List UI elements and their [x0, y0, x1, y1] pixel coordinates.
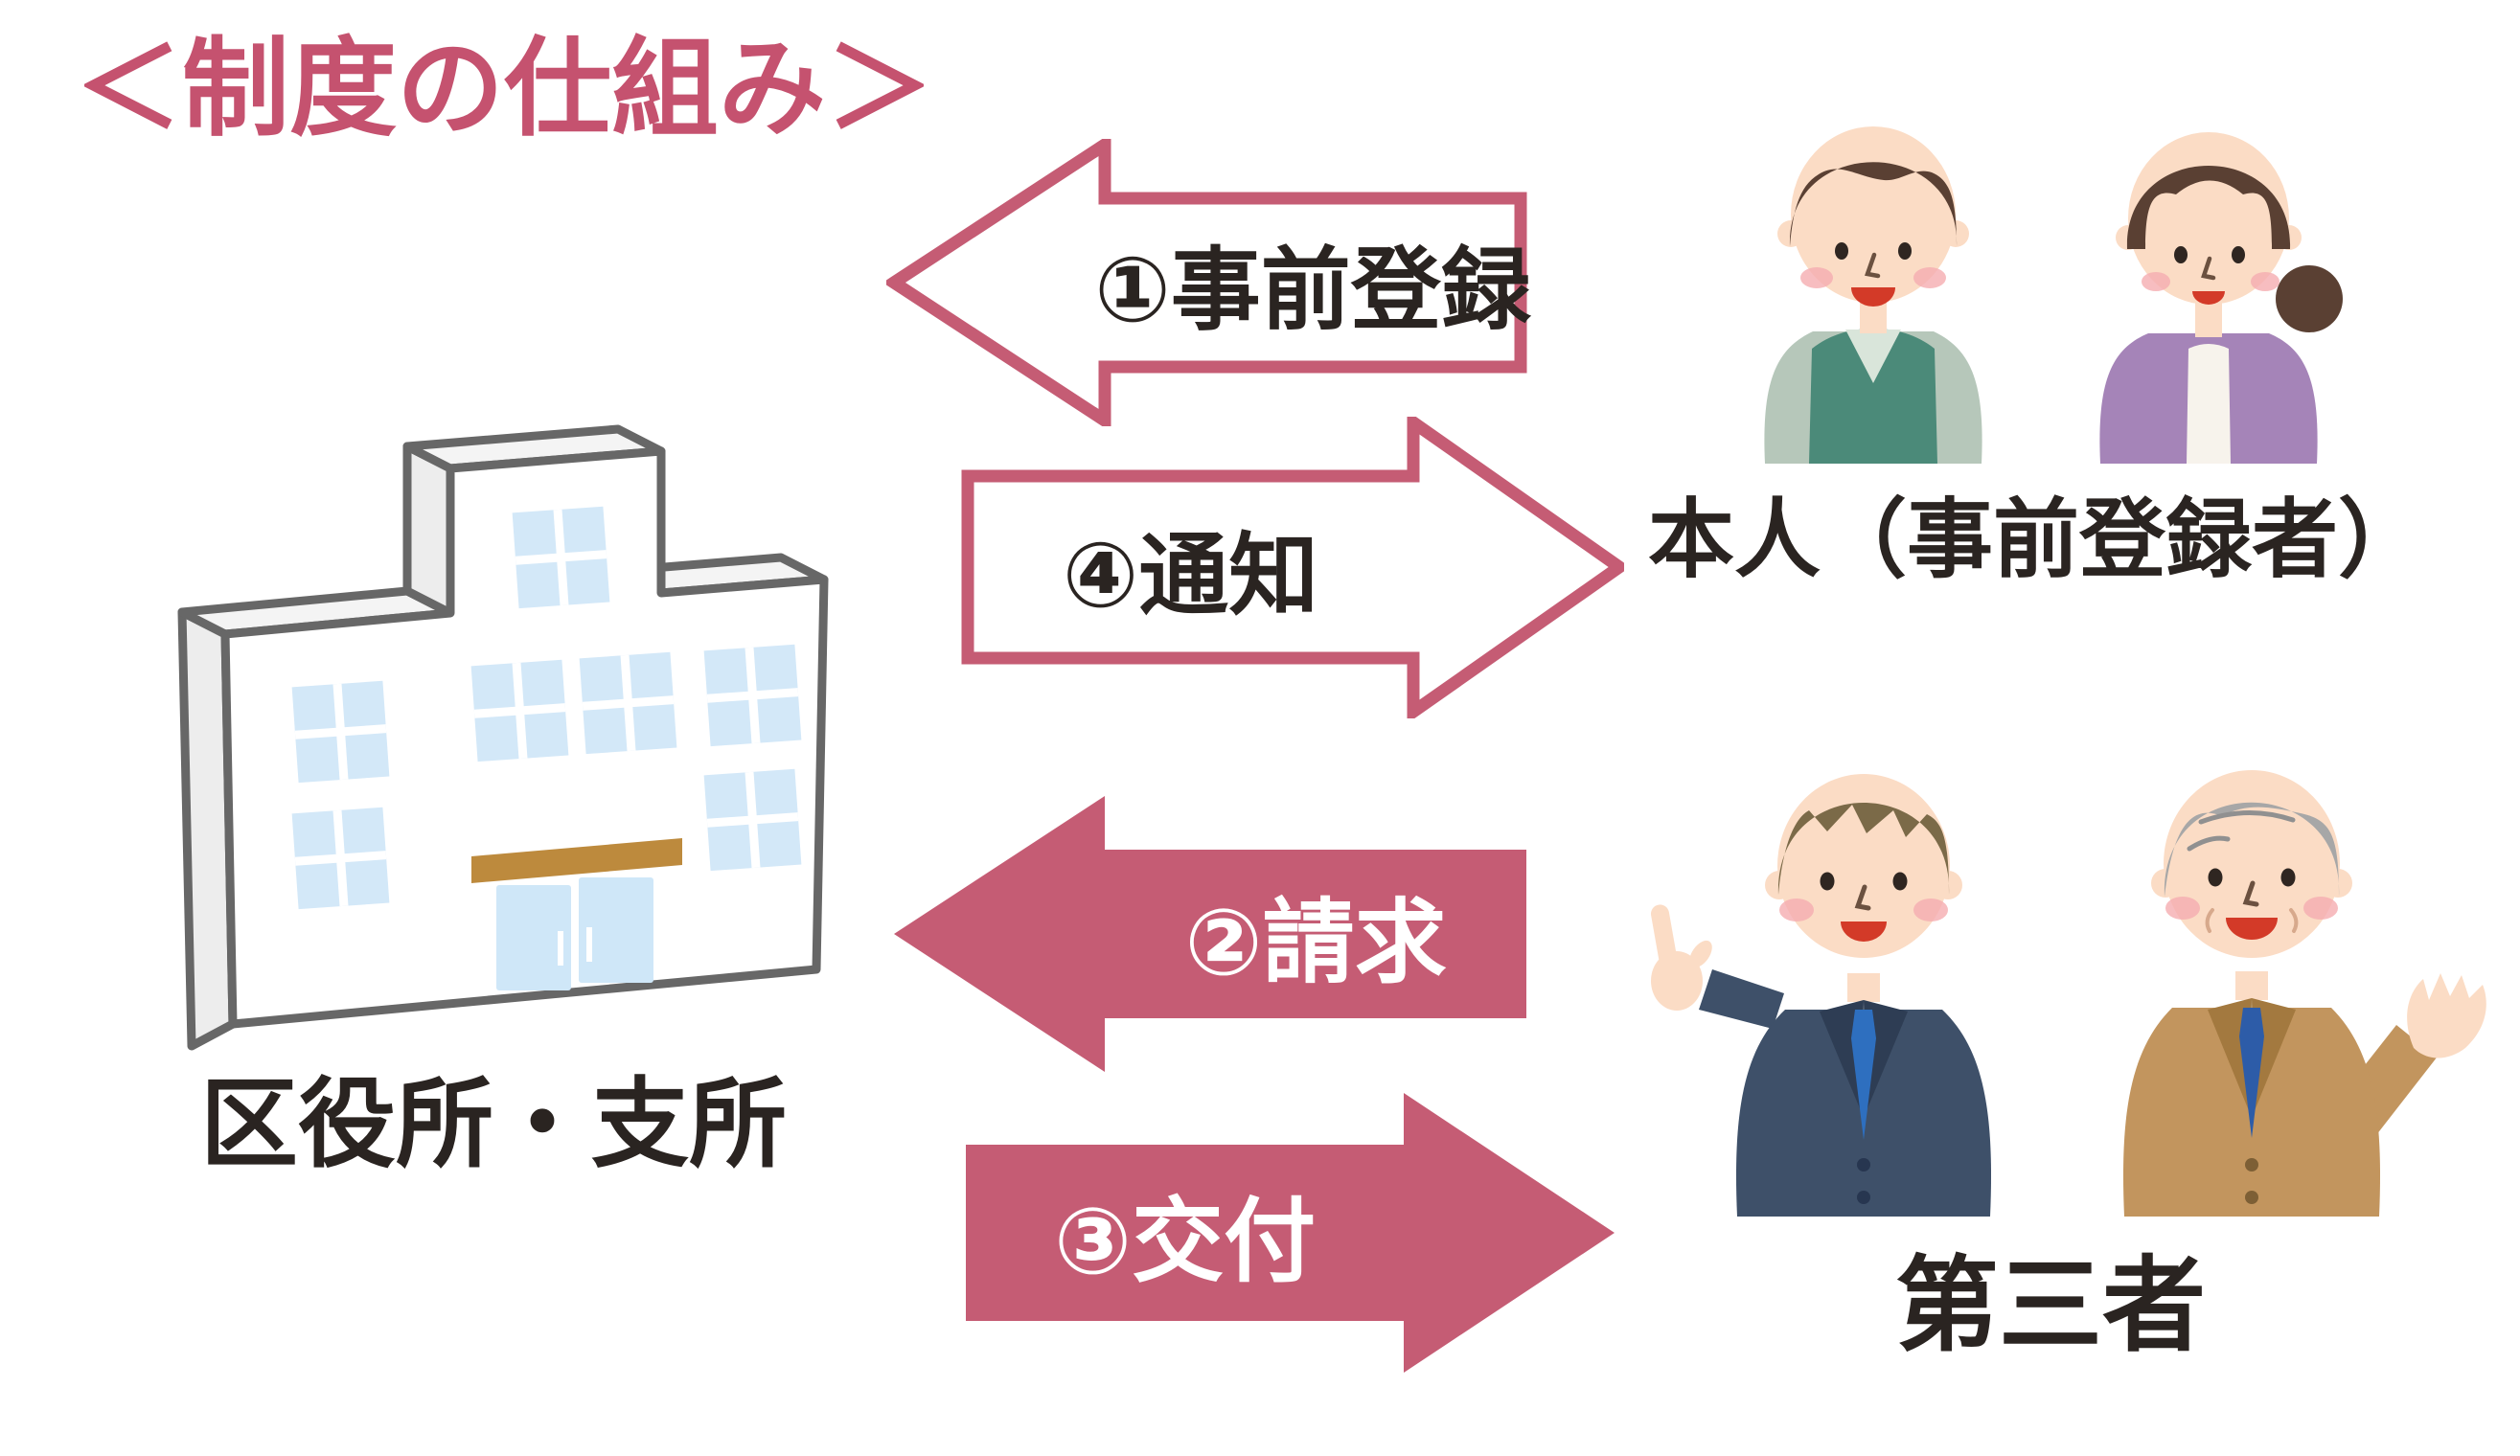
- office-label: 区役所・支所: [200, 1070, 787, 1179]
- man-and-woman-registrant-illustration: [1764, 126, 2343, 464]
- building-windows: [291, 506, 802, 910]
- registrant-label: 本人（事前登録者）: [1648, 492, 2424, 588]
- left-arrow-solid-shape: [894, 796, 1526, 1072]
- arrow-pre-registration: ①事前登録: [886, 139, 1531, 426]
- registrant-man-figure: [1764, 126, 1982, 464]
- third-party-older-man-figure: [2122, 770, 2486, 1217]
- awning: [471, 838, 682, 883]
- right-arrow-solid-shape: [966, 1093, 1615, 1373]
- page-title: ＜制度の仕組み＞: [75, 29, 933, 148]
- arrow-pre-registration-label: ①事前登録: [1094, 239, 1531, 340]
- arrow-notification: ④通知: [958, 417, 1624, 718]
- arrow-request-label: ②請求: [1184, 891, 1447, 994]
- registrant-woman-figure: [2099, 132, 2343, 464]
- arrow-issuance-label: ③交付: [1053, 1191, 1317, 1293]
- two-men-in-suits-illustration: [1651, 770, 2486, 1217]
- third-party-label: 第三者: [1894, 1247, 2206, 1363]
- government-office-building-illustration: [177, 424, 829, 1051]
- third-party-young-man-figure: [1651, 774, 1992, 1217]
- arrow-issuance: ③交付: [958, 1087, 1619, 1379]
- right-arrow-outline-shape: [961, 417, 1624, 718]
- building-entrance: [471, 838, 682, 990]
- arrow-request: ②請求: [886, 790, 1533, 1078]
- arrow-notification-label: ④通知: [1062, 524, 1319, 626]
- left-arrow-outline-shape: [886, 139, 1527, 426]
